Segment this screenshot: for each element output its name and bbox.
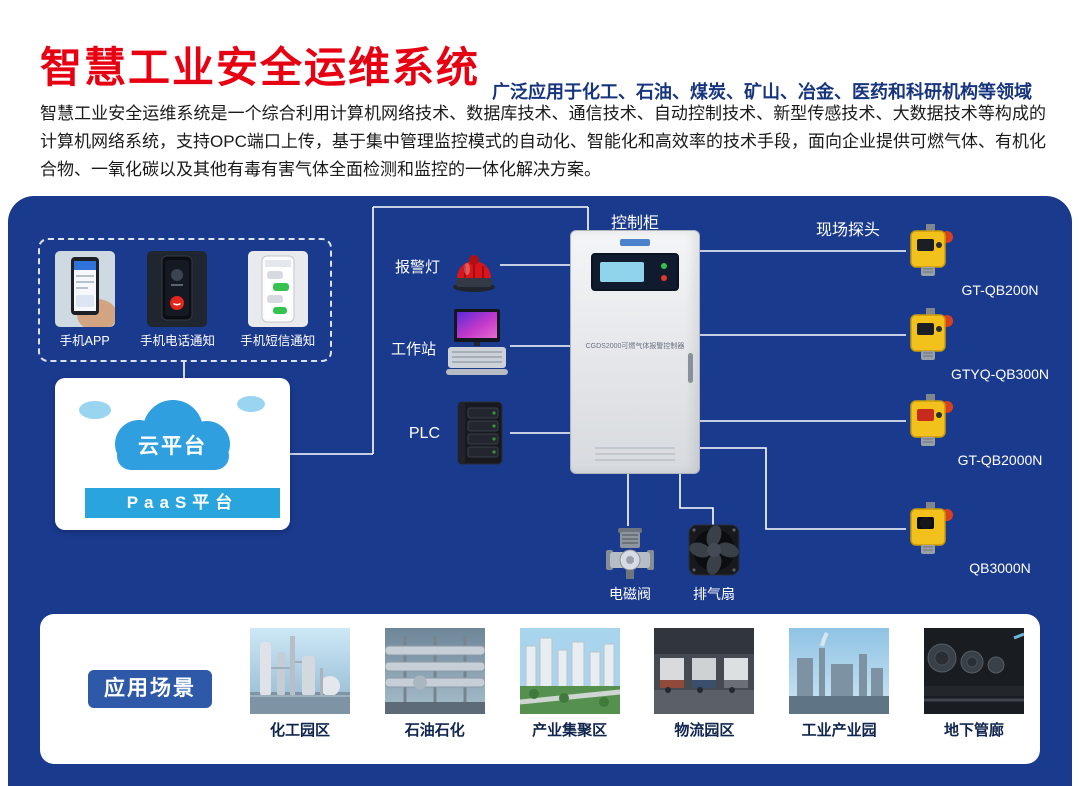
- exhaust-fan-icon: [688, 524, 740, 576]
- application-card-label: 地下管廊: [943, 722, 1004, 739]
- cabinet-logo: [620, 239, 650, 246]
- solenoid-valve-label: 电磁阀: [609, 586, 651, 602]
- gas-detector-3: [906, 394, 954, 453]
- mobile-item-sms: 手机短信通知: [240, 251, 315, 349]
- page-subtitle: 广泛应用于化工、石油、煤炭、矿山、冶金、医药和科研机构等领域: [492, 82, 1032, 102]
- gas-detector-4: [906, 502, 954, 561]
- mobile-item-label: 手机APP: [59, 334, 110, 348]
- application-card-label: 物流园区: [674, 722, 735, 739]
- application-card-cluster: 产业集聚区: [519, 628, 620, 740]
- gas-detector-icon: [910, 308, 953, 360]
- underground-corridor-photo: [923, 628, 1024, 714]
- alarm-light-device: [448, 236, 500, 299]
- application-scenarios-box: 应用场景 化工园区: [40, 614, 1040, 764]
- cloud-icon: [79, 396, 265, 470]
- solenoid-valve-device: [604, 526, 656, 587]
- control-cabinet: CGDS2000可燃气体报警控制器: [570, 230, 700, 474]
- mobile-group: 手机APP 手机电话通知: [38, 238, 332, 362]
- gas-detector-model-label: GTYQ-QB300N: [950, 366, 1050, 382]
- gas-detector-model-label: GT-QB2000N: [957, 452, 1043, 468]
- alarm-light-label: 报警灯: [394, 259, 440, 276]
- diagram-panel: 手机APP 手机电话通知: [8, 196, 1072, 786]
- solenoid-valve-icon: [606, 528, 654, 579]
- cabinet-vent: [595, 447, 675, 461]
- mobile-item-label: 手机短信通知: [240, 334, 316, 348]
- paas-platform-banner: PaaS平台: [85, 488, 280, 518]
- cabinet-alarm-led: [661, 275, 667, 281]
- cabinet-display: [600, 262, 644, 282]
- exhaust-fan-label: 排气扇: [693, 586, 735, 602]
- gas-detector-icon: [910, 394, 953, 446]
- logistics-park-photo: [654, 628, 755, 714]
- gas-detector-model-label: GT-QB200N: [961, 282, 1039, 298]
- gas-detector-2: [906, 308, 954, 367]
- field-probes-label: 现场探头: [815, 222, 880, 239]
- cloud-platform-label: 云平台: [138, 435, 207, 458]
- plc-label: PLC: [408, 425, 440, 442]
- mobile-item-app: 手机APP: [54, 251, 115, 349]
- workstation-label: 工作站: [390, 341, 436, 358]
- application-card-industrial: 工业产业园: [789, 628, 890, 740]
- application-card-chemical: 化工园区: [250, 628, 350, 740]
- industry-cluster-photo: [519, 628, 620, 714]
- chemical-park-photo: [250, 628, 350, 714]
- phone-app-photo: [54, 251, 115, 327]
- plc-icon: [457, 401, 503, 465]
- cabinet-model-text: CGDS2000可燃气体报警控制器: [585, 343, 685, 350]
- industrial-park-photo: [789, 628, 890, 714]
- application-card-underground: 地下管廊: [923, 628, 1024, 740]
- gas-detector-icon: [910, 502, 953, 554]
- plc-device: [450, 400, 510, 471]
- workstation-icon: [446, 309, 508, 375]
- description-paragraph: 智慧工业安全运维系统是一个综合利用计算机网络技术、数据库技术、通信技术、自动控制…: [40, 104, 1046, 179]
- phone-sms-photo: [247, 251, 308, 327]
- alarm-light-icon: [453, 255, 495, 292]
- phone-call-photo: [147, 251, 208, 327]
- connection-lines: [183, 206, 906, 530]
- workstation-device: [444, 308, 510, 383]
- gas-detector-icon: [910, 224, 953, 276]
- application-card-logistics: 物流园区: [654, 628, 755, 740]
- page-title: 智慧工业安全运维系统: [40, 44, 481, 91]
- cabinet-hmi-screen: [591, 253, 679, 291]
- cloud-platform-box: 云平台 PaaS平台: [55, 378, 290, 530]
- application-card-label: 化工园区: [269, 722, 330, 739]
- mobile-item-call: 手机电话通知: [140, 251, 215, 349]
- application-card-label: 工业产业园: [801, 722, 877, 739]
- application-card-label: 产业集聚区: [532, 722, 608, 739]
- cabinet-run-led: [661, 263, 667, 269]
- exhaust-fan-device: [688, 522, 740, 583]
- gas-detector-1: [906, 224, 954, 283]
- petrochemical-photo: [384, 628, 485, 714]
- gas-detector-model-label: QB3000N: [969, 560, 1031, 576]
- cabinet-door-handle: [688, 353, 693, 383]
- mobile-item-label: 手机电话通知: [139, 334, 215, 348]
- application-card-petrochemical: 石油石化: [384, 628, 485, 740]
- application-card-label: 石油石化: [404, 722, 465, 739]
- control-cabinet-label: 控制柜: [610, 215, 659, 232]
- application-cards: 化工园区 石油石化: [250, 628, 1024, 740]
- application-scenarios-title: 应用场景: [88, 670, 212, 708]
